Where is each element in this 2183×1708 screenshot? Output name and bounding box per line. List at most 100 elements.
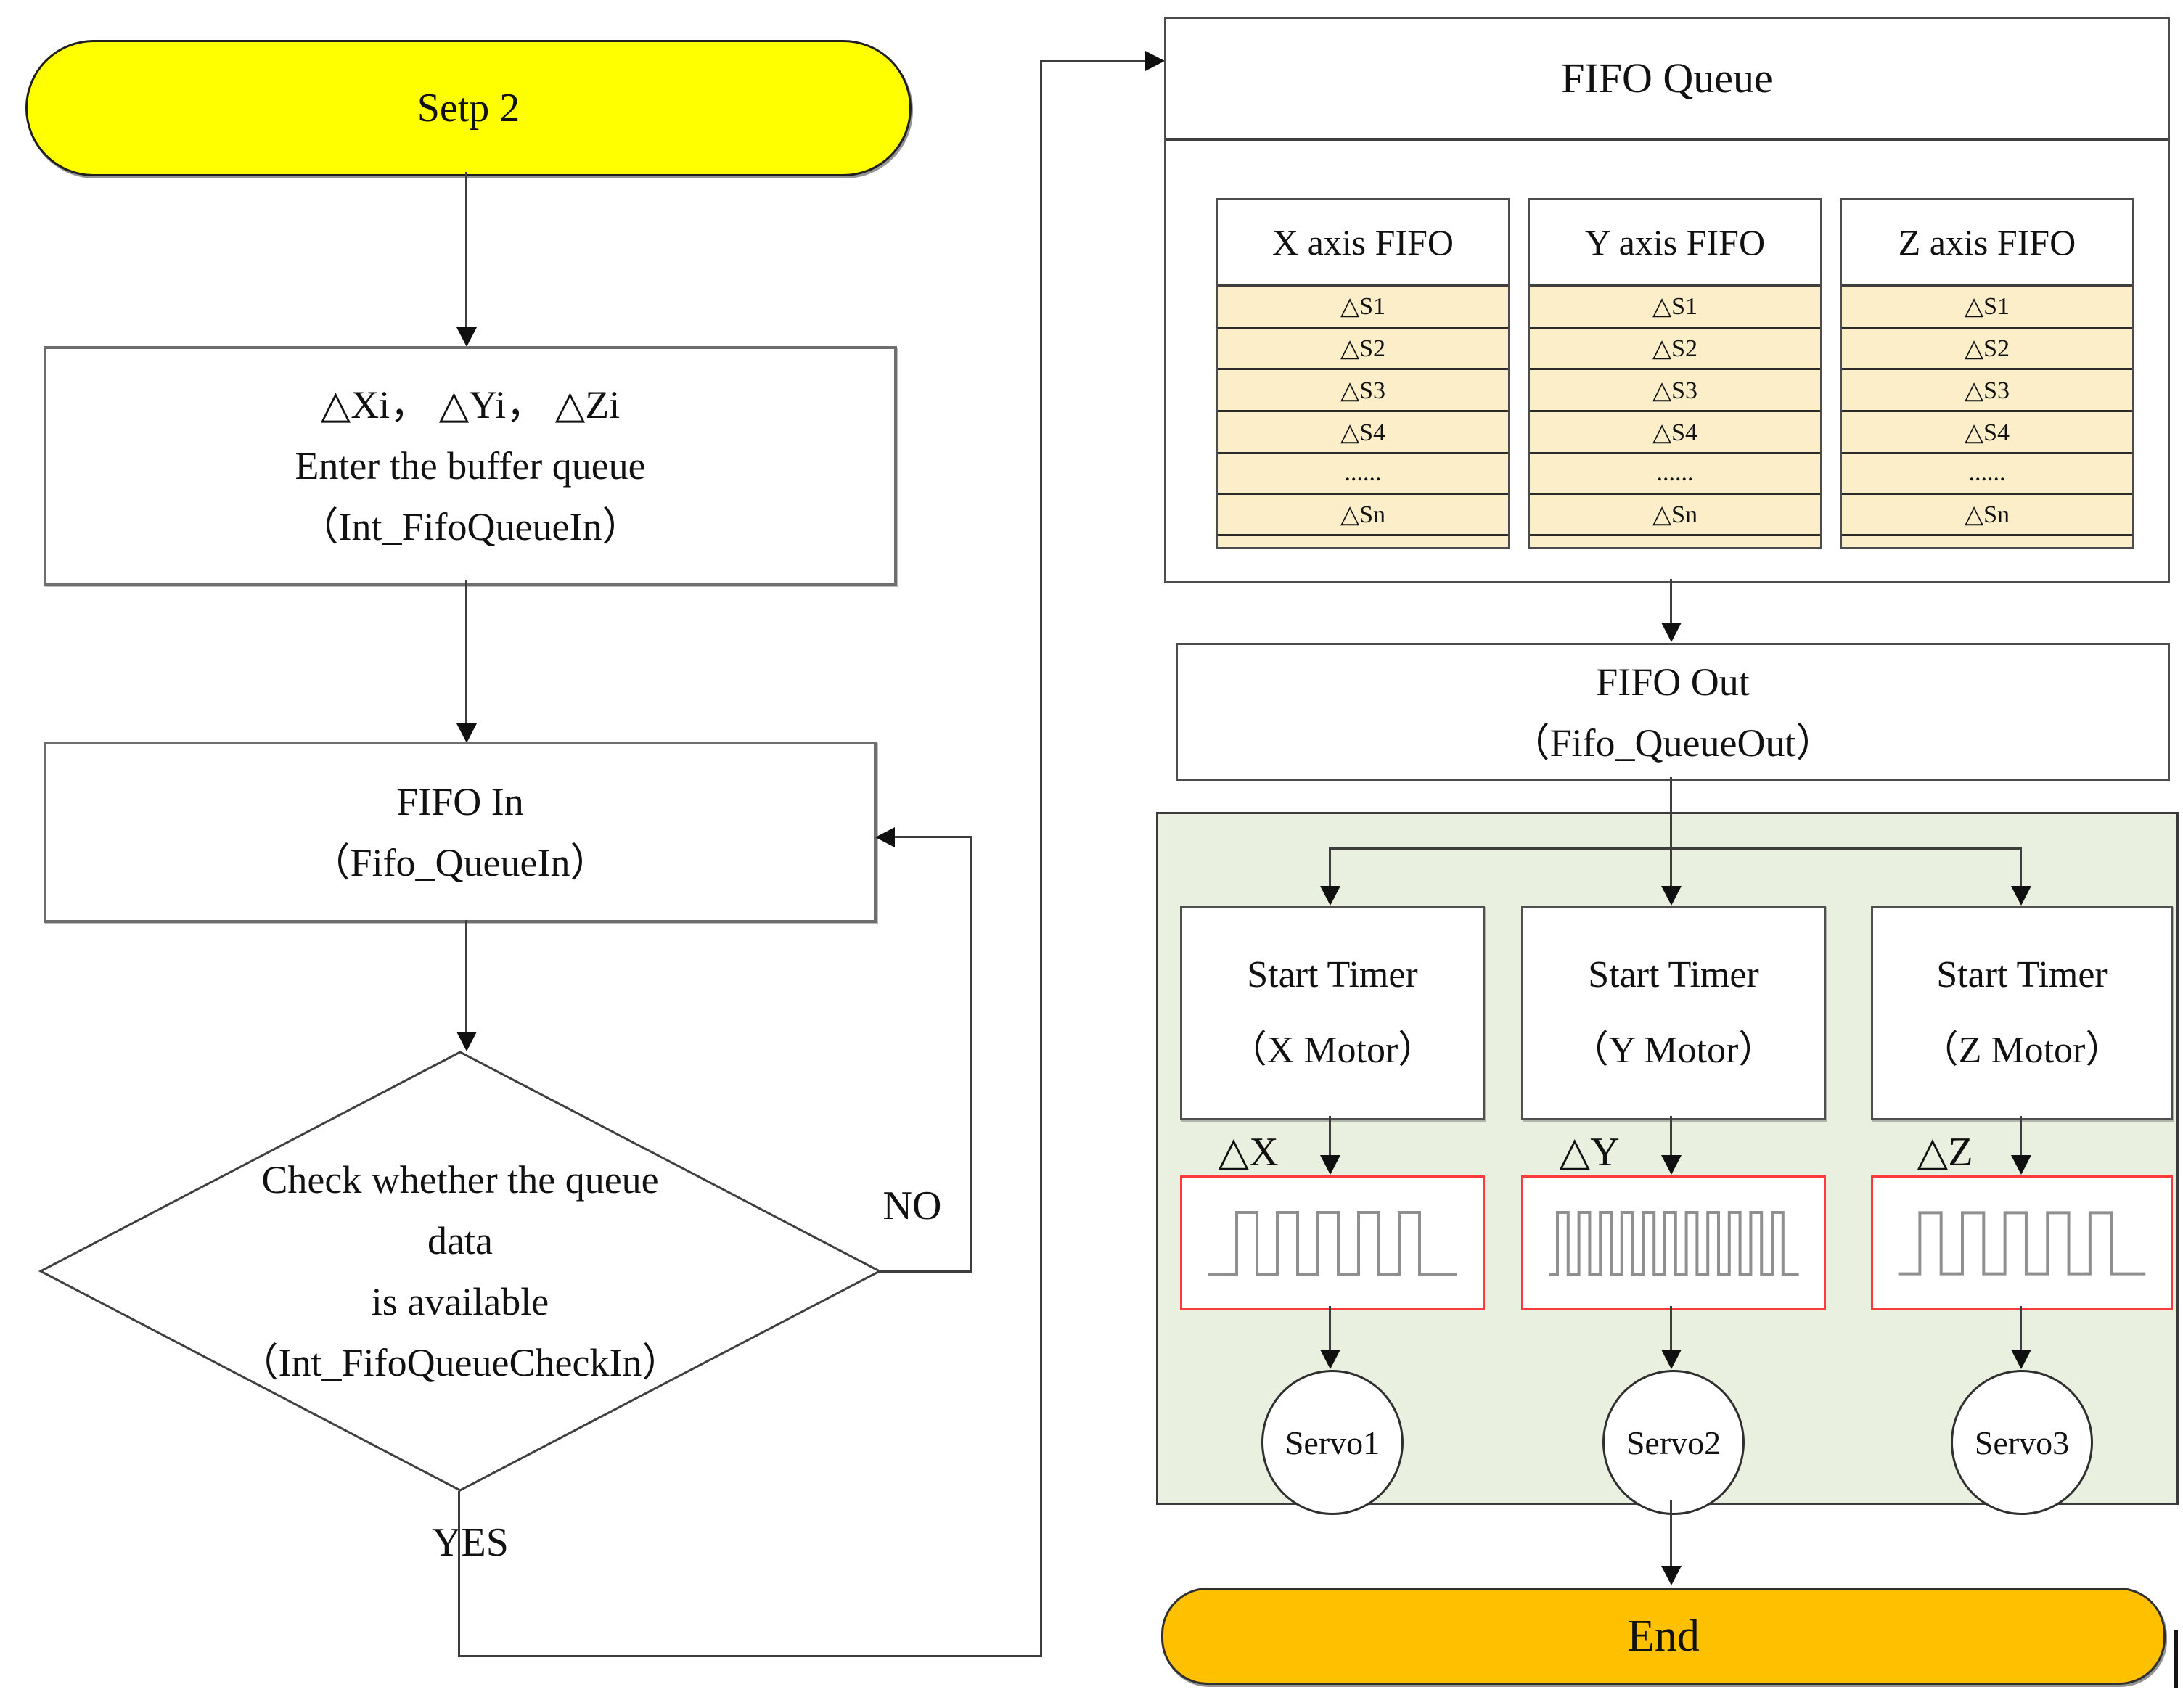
table-row: △S2	[1218, 328, 1508, 371]
arrowhead-timer-pulse-x	[1320, 1155, 1340, 1175]
start-timer-z-line2: （Z Motor）	[1920, 1030, 2123, 1071]
connector-fifoin-decision	[465, 920, 467, 1033]
table-row: △S1	[1842, 287, 2132, 329]
z-axis-fifo-header: Z axis FIFO	[1842, 200, 2132, 287]
table-row: △S4	[1842, 412, 2132, 454]
branch-drop-x	[1329, 847, 1331, 887]
branch-drop-y	[1670, 847, 1672, 887]
arrowhead-timer-pulse-z	[2011, 1155, 2031, 1175]
start-timer-z-line1: Start Timer	[1936, 954, 2108, 995]
start-timer-y-line1: Start Timer	[1588, 954, 1759, 995]
start-node: Setp 2	[25, 40, 912, 176]
yes-branch-label: YES	[432, 1520, 509, 1565]
connector-pulse-servo-y	[1670, 1306, 1672, 1351]
table-row: ......	[1530, 453, 1820, 495]
table-row: △S1	[1530, 287, 1820, 329]
arrowhead-branch-z	[2011, 886, 2031, 906]
fifo-out-line2: （Fifo_QueueOut）	[1510, 720, 1835, 765]
table-row: △Sn	[1530, 494, 1820, 537]
delta-y-label: △Y	[1559, 1130, 1620, 1175]
pulse-waveform-z-icon	[1898, 1211, 2146, 1276]
fifo-queue-title-divider	[1166, 138, 2168, 141]
z-axis-fifo-table: Z axis FIFO △S1 △S2 △S3 △S4 ...... △Sn	[1840, 198, 2134, 549]
no-loop-vertical-line	[970, 837, 972, 1273]
end-node-label: End	[1627, 1611, 1700, 1661]
servo3-node: Servo3	[1951, 1370, 2093, 1515]
servo1-node: Servo1	[1261, 1370, 1404, 1515]
table-row: △S1	[1218, 287, 1508, 329]
arrowhead-start-enter	[456, 327, 477, 347]
fifo-out-node: FIFO Out （Fifo_QueueOut）	[1176, 643, 2170, 781]
pulse-train-z-box	[1871, 1175, 2173, 1310]
decision-diamond	[38, 1051, 882, 1492]
arrowhead-container-end	[1661, 1566, 1682, 1585]
table-row	[1842, 536, 2132, 548]
table-row	[1530, 536, 1820, 548]
fifo-queue-title: FIFO Queue	[1561, 54, 1773, 102]
arrowhead-yes-fifoqueue	[1145, 51, 1165, 71]
arrowhead-pulse-servo-y	[1661, 1350, 1682, 1369]
start-timer-y-line2: （Y Motor）	[1570, 1030, 1777, 1071]
yes-path-bottom-line	[458, 1655, 1042, 1657]
table-row: △S3	[1842, 370, 2132, 413]
arrowhead-queue-out	[1661, 623, 1682, 642]
connector-enter-fifoin	[465, 580, 467, 725]
connector-pulse-servo-z	[2020, 1306, 2022, 1351]
table-row	[1218, 536, 1508, 548]
fifo-in-node: FIFO In （Fifo_QueueIn）	[44, 742, 877, 923]
branch-drop-z	[2020, 847, 2022, 887]
start-timer-x-line2: （X Motor）	[1229, 1030, 1436, 1071]
fifo-out-line1: FIFO Out	[1596, 660, 1750, 704]
start-timer-y-node: Start Timer （Y Motor）	[1521, 906, 1826, 1120]
enter-queue-line2: Enter the buffer queue	[295, 444, 646, 488]
decision-line4: （Int_FifoQueueCheckIn）	[239, 1341, 681, 1384]
no-branch-label: NO	[882, 1183, 942, 1228]
connector-timer-pulse-z	[2020, 1116, 2022, 1157]
text-cursor-mark	[2174, 1630, 2178, 1688]
enter-buffer-queue-node: △Xi， △Yi， △Zi Enter the buffer queue （In…	[44, 346, 897, 586]
table-row: △S3	[1218, 370, 1508, 413]
start-timer-x-line1: Start Timer	[1247, 954, 1418, 995]
connector-queue-out	[1670, 579, 1672, 624]
start-timer-z-node: Start Timer （Z Motor）	[1871, 906, 2173, 1120]
table-row: △S4	[1530, 412, 1820, 454]
arrowhead-no-loop	[875, 827, 895, 847]
pulse-waveform-y-icon	[1549, 1211, 1799, 1276]
x-axis-fifo-table: X axis FIFO △S1 △S2 △S3 △S4 ...... △Sn	[1216, 198, 1510, 549]
pulse-waveform-x-icon	[1208, 1211, 1457, 1276]
arrowhead-branch-x	[1320, 886, 1340, 906]
start-timer-x-node: Start Timer （X Motor）	[1180, 906, 1485, 1120]
connector-out-branch	[1670, 777, 1672, 850]
arrowhead-enter-fifoin	[456, 723, 477, 743]
table-row: ......	[1218, 453, 1508, 495]
x-axis-fifo-header: X axis FIFO	[1218, 200, 1508, 287]
delta-z-label: △Z	[1917, 1130, 1973, 1175]
servo2-node: Servo2	[1602, 1370, 1745, 1515]
y-axis-fifo-table: Y axis FIFO △S1 △S2 △S3 △S4 ...... △Sn	[1528, 198, 1822, 549]
arrowhead-fifoin-decision	[456, 1032, 477, 1051]
enter-queue-line1: △Xi， △Yi， △Zi	[320, 383, 621, 427]
no-loop-bottom-line	[879, 1270, 972, 1273]
end-node: End	[1161, 1588, 2166, 1685]
connector-timer-pulse-x	[1329, 1116, 1331, 1157]
y-axis-fifo-header: Y axis FIFO	[1530, 200, 1820, 287]
no-loop-top-line	[894, 836, 972, 838]
decision-line3: is available	[371, 1280, 549, 1323]
start-node-label: Setp 2	[417, 86, 520, 131]
connector-timer-pulse-y	[1670, 1116, 1672, 1157]
connector-start-enter	[465, 172, 467, 329]
connector-pulse-servo-x	[1329, 1306, 1331, 1351]
branch-line	[1329, 847, 2022, 850]
decision-line1: Check whether the queue	[261, 1158, 659, 1202]
arrowhead-pulse-servo-x	[1320, 1350, 1340, 1369]
connector-container-end	[1670, 1500, 1672, 1567]
decision-line2: data	[427, 1219, 493, 1262]
pulse-train-y-box	[1521, 1175, 1826, 1310]
table-row: ......	[1842, 453, 2132, 495]
arrowhead-branch-y	[1661, 886, 1682, 906]
fifo-in-line2: （Fifo_QueueIn）	[311, 841, 610, 884]
enter-queue-line3: （Int_FifoQueueIn）	[299, 505, 642, 549]
decision-text: Check whether the queue data is availabl…	[97, 1144, 823, 1399]
table-row: △Sn	[1842, 494, 2132, 537]
